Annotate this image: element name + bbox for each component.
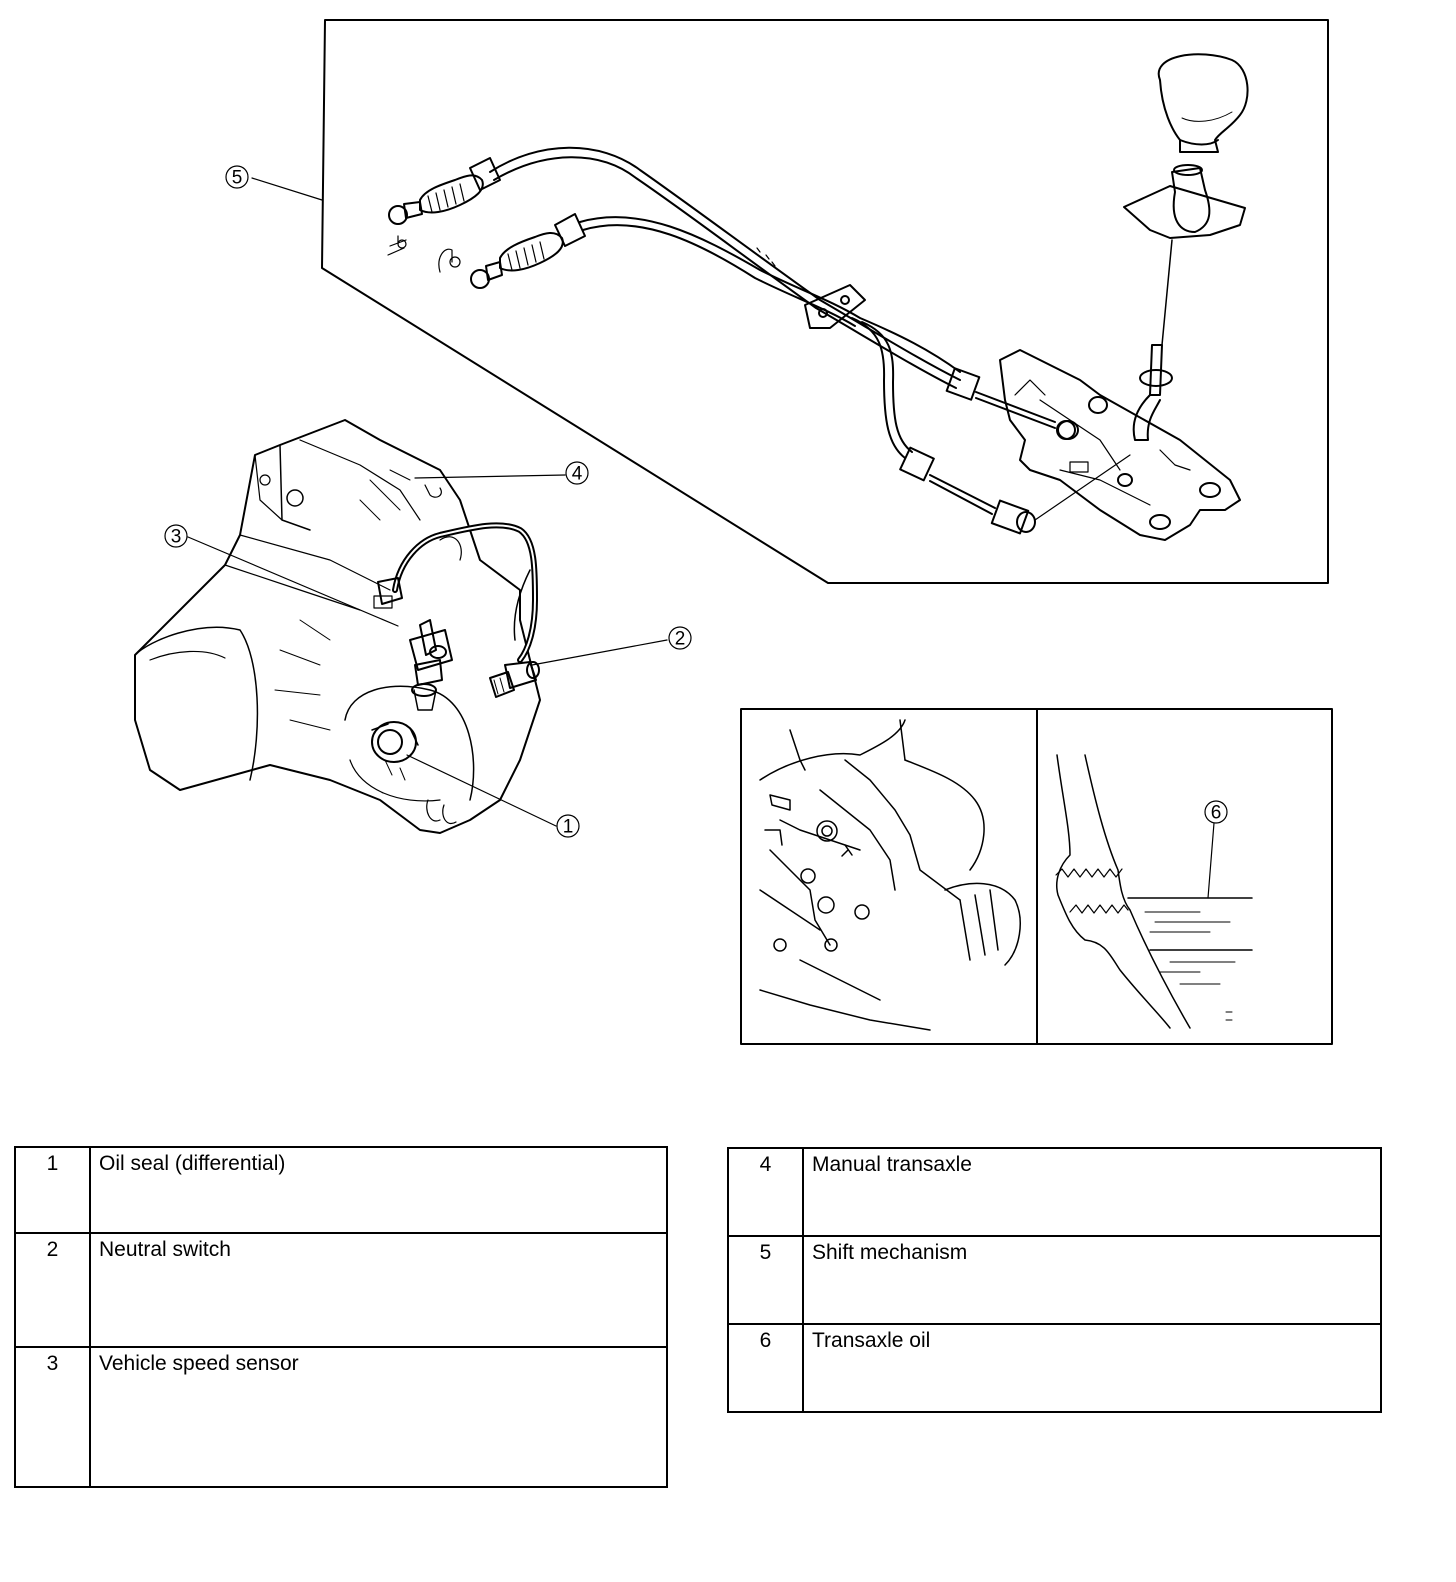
- callout-3-circle: [164, 524, 188, 548]
- callout-5-label: 5: [232, 168, 243, 189]
- legend-row: 2 Neutral switch: [14, 1232, 668, 1348]
- legend-label: Transaxle oil: [802, 1323, 1382, 1413]
- callout-1-circle: [556, 814, 580, 838]
- callout-5-circle: [225, 165, 249, 189]
- vehicle-speed-sensor-part: [409, 619, 453, 711]
- callout-2-circle: [668, 626, 692, 650]
- callout-circles: [164, 165, 1228, 838]
- leader-lines: [187, 177, 1215, 899]
- legend-number: 4: [727, 1147, 804, 1237]
- legend-label: Shift mechanism: [802, 1235, 1382, 1325]
- legend-label: Vehicle speed sensor: [89, 1346, 668, 1488]
- wire-harness: [373, 522, 538, 663]
- shift-cables: [489, 146, 1131, 535]
- callout-6-label: 6: [1211, 803, 1222, 824]
- gear-knob: [1157, 53, 1249, 153]
- shift-lever: [1132, 344, 1173, 441]
- shift-cable-end-lower: [438, 213, 586, 289]
- legend-row: 4 Manual transaxle: [727, 1147, 1382, 1237]
- callout-1-label: 1: [563, 817, 574, 838]
- filler-plug-view: [759, 719, 1021, 1031]
- legend-label: Oil seal (differential): [89, 1146, 668, 1234]
- legend-number: 5: [727, 1235, 804, 1325]
- legend-row: 5 Shift mechanism: [727, 1235, 1382, 1325]
- neutral-switch-part: [489, 661, 540, 698]
- legend-row: 1 Oil seal (differential): [14, 1146, 668, 1234]
- shift-base: [999, 349, 1241, 541]
- callout-4-label: 4: [572, 464, 583, 485]
- oil-seal-part: [371, 721, 419, 763]
- legend-label: Neutral switch: [89, 1232, 668, 1348]
- legend-label: Manual transaxle: [802, 1147, 1382, 1237]
- legend-table-left: 1 Oil seal (differential) 2 Neutral swit…: [14, 1146, 668, 1488]
- shift-boot: [1123, 164, 1246, 239]
- legend-number: 6: [727, 1323, 804, 1413]
- legend-number: 2: [14, 1232, 91, 1348]
- callout-2-label: 2: [675, 629, 686, 650]
- parts-diagram: 5 3 4 2 1 6: [134, 19, 1333, 1045]
- callout-4-circle: [565, 461, 589, 485]
- oil-level-section: [1055, 754, 1253, 1029]
- manual-transaxle-body: [134, 419, 541, 834]
- shift-cable-end-upper: [387, 157, 501, 256]
- callout-3-label: 3: [171, 527, 182, 548]
- shift-mechanism-panel: [321, 19, 1329, 584]
- legend-row: 3 Vehicle speed sensor: [14, 1346, 668, 1488]
- legend-number: 3: [14, 1346, 91, 1488]
- legend-row: 6 Transaxle oil: [727, 1323, 1382, 1413]
- callout-6-circle: [1204, 800, 1228, 824]
- legend-table-right: 4 Manual transaxle 5 Shift mechanism 6 T…: [727, 1147, 1382, 1413]
- legend-number: 1: [14, 1146, 91, 1234]
